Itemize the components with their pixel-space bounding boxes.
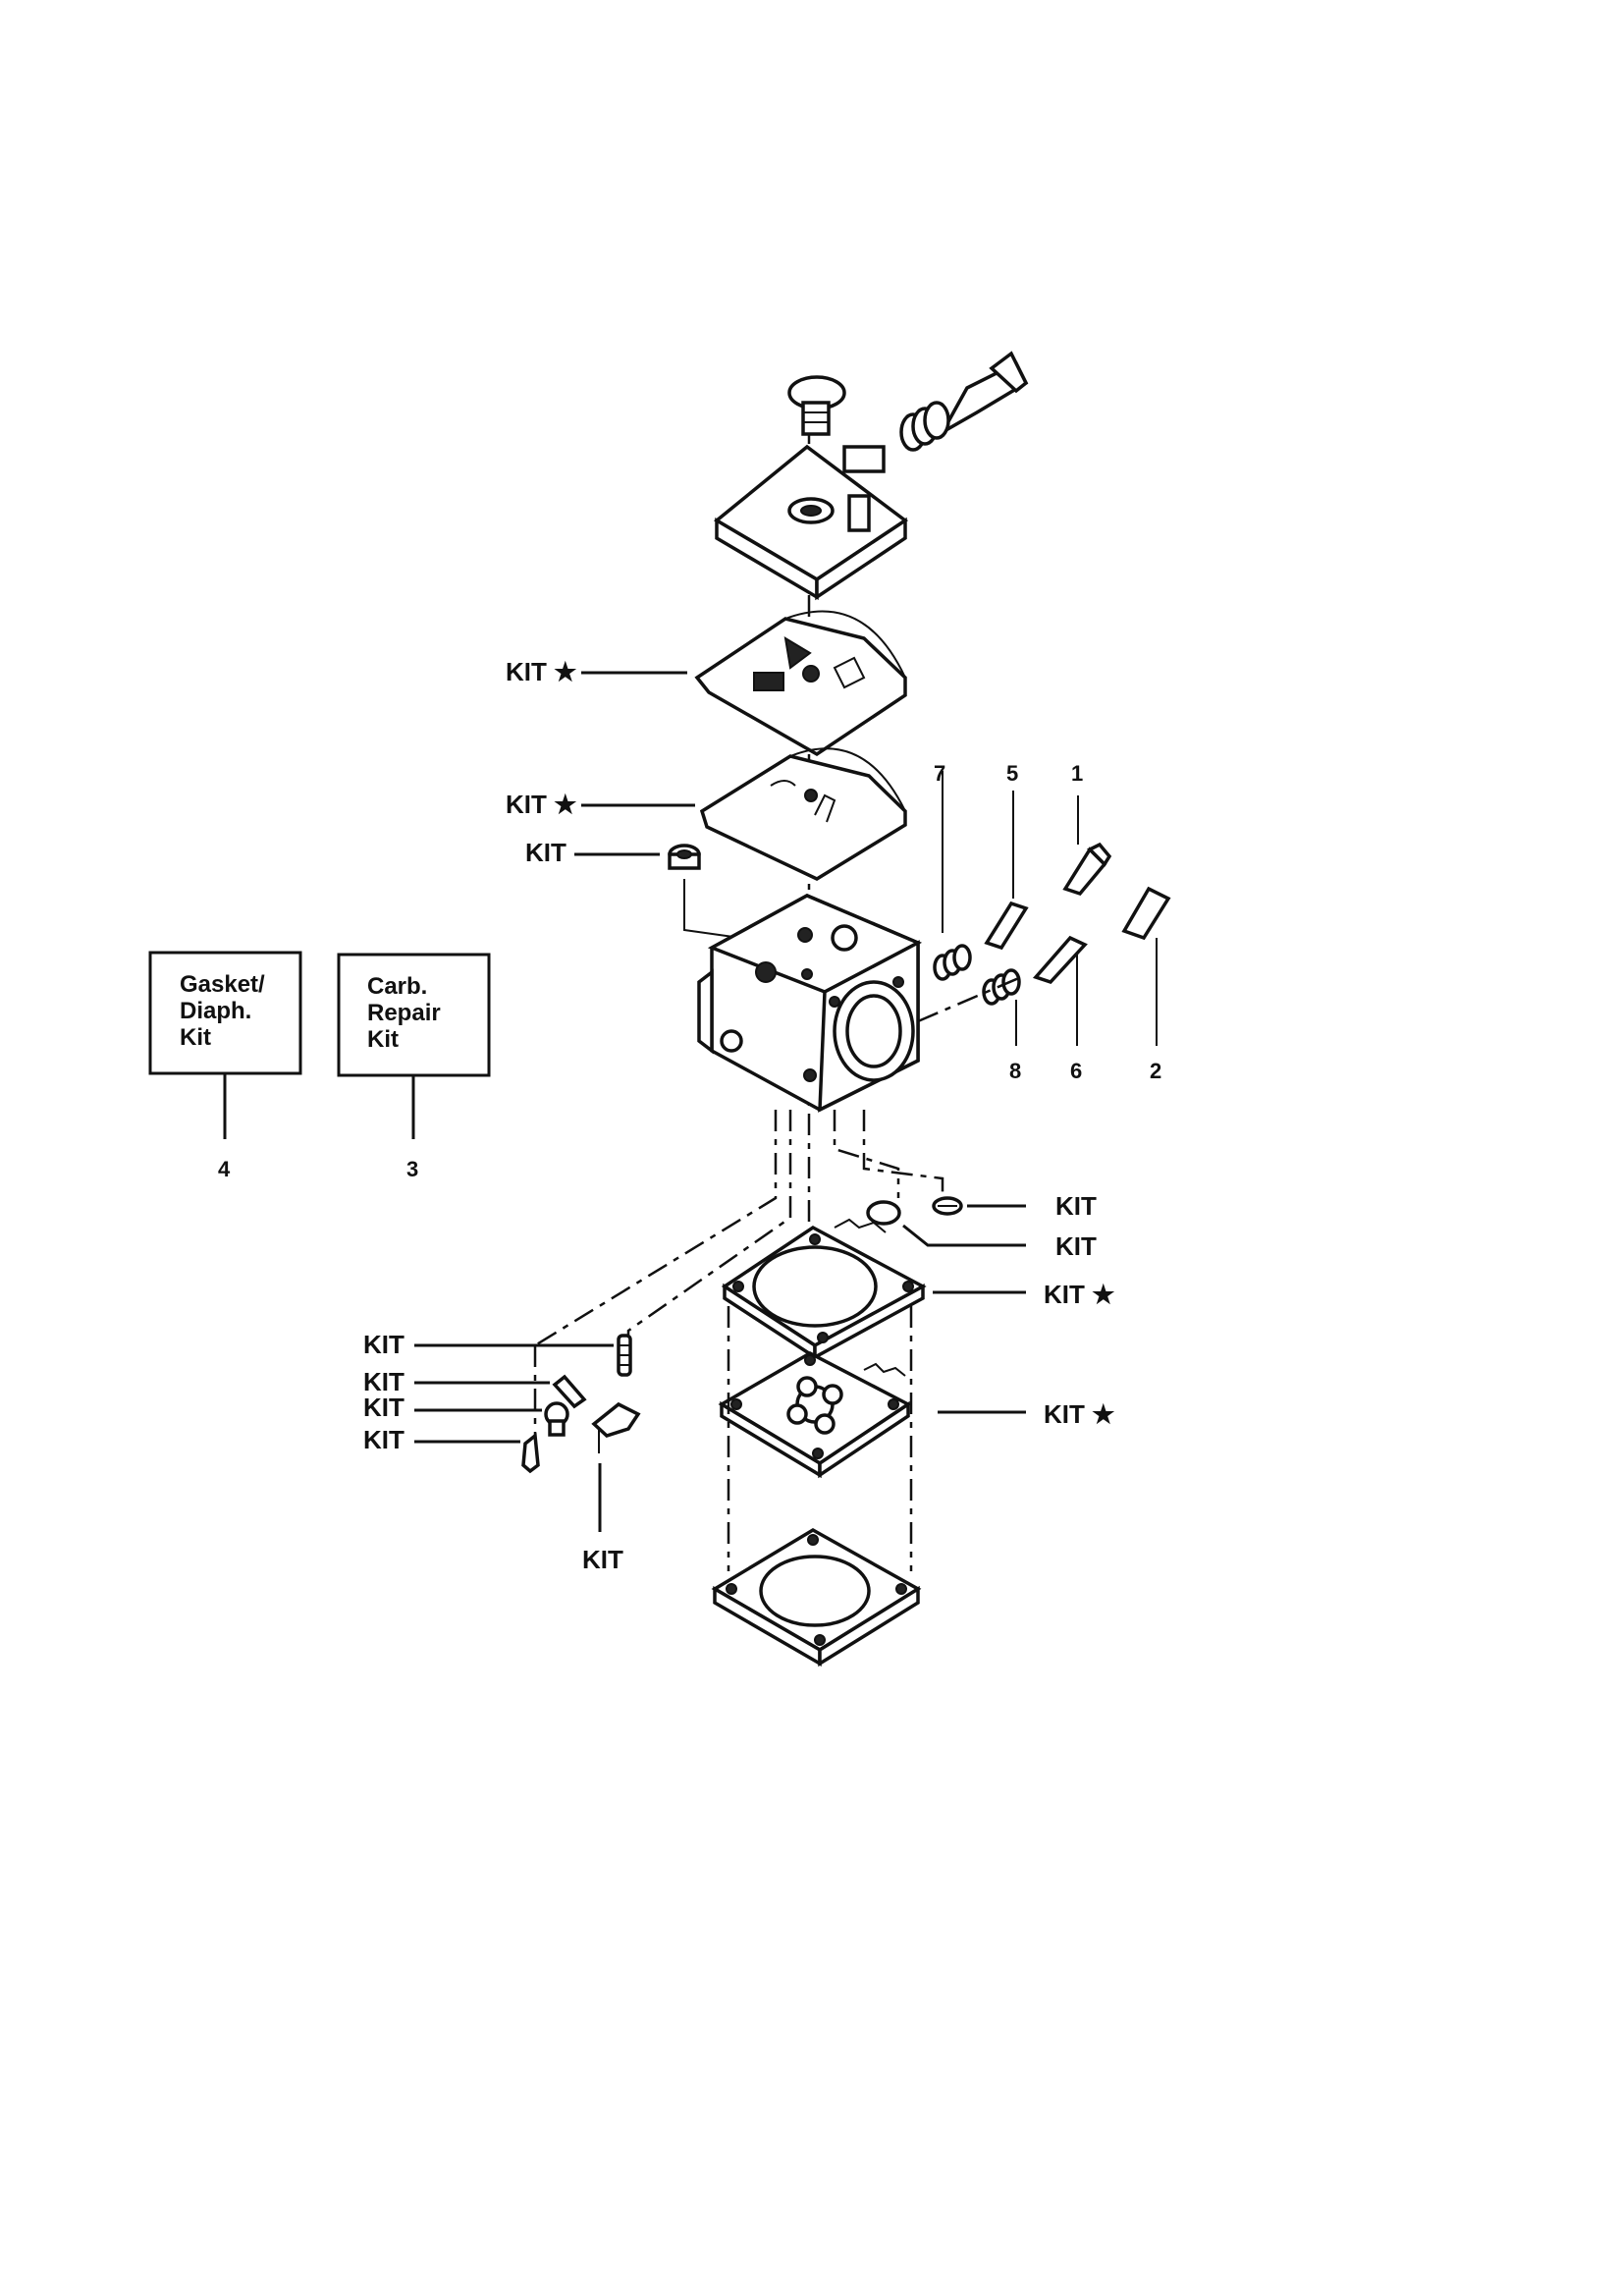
legend-box-gasket-kit: Gasket/ Diaph. Kit 4 (148, 951, 302, 1181)
svg-text:KIT: KIT (1055, 1191, 1097, 1221)
needle-spring-7 (933, 771, 972, 981)
pump-cover-icon (711, 1527, 922, 1667)
svg-text:KIT ★: KIT ★ (506, 657, 577, 686)
part-numbers: 7 5 1 8 6 2 (934, 761, 1161, 1083)
callout-kit-star-2: KIT ★ (506, 790, 695, 819)
callout-kit-o-ring: KIT (902, 1224, 1097, 1261)
part-number-4: 4 (218, 1157, 231, 1181)
part-number-2: 2 (1150, 1059, 1161, 1083)
spring-icon (617, 1334, 632, 1377)
part-number-7: 7 (934, 761, 945, 786)
svg-text:KIT ★: KIT ★ (1044, 1399, 1115, 1429)
callout-kit-star-1: KIT ★ (506, 657, 687, 686)
gasket-icon (721, 1218, 927, 1361)
svg-text:KIT: KIT (363, 1393, 404, 1422)
spring-icon (899, 401, 950, 452)
needle-spring-8 (982, 968, 1021, 1046)
svg-text:KIT: KIT (363, 1330, 404, 1359)
svg-text:KIT: KIT (363, 1367, 404, 1396)
svg-text:KIT ★: KIT ★ (506, 790, 577, 819)
metering-lever-icon (591, 1401, 641, 1453)
needle-6 (1032, 935, 1088, 1046)
top-cover-icon (713, 444, 909, 601)
part-number-6: 6 (1070, 1059, 1082, 1083)
callout-kit-star-4: KIT ★ (938, 1399, 1115, 1429)
svg-text:KIT: KIT (525, 838, 566, 867)
callout-kit-needle: KIT (363, 1425, 520, 1454)
part-number-5: 5 (1006, 761, 1018, 786)
carb-kit-line2: Repair (367, 1000, 441, 1026)
diaphragm-icon (694, 610, 907, 757)
pin-icon (552, 1374, 587, 1409)
inlet-needle-icon (521, 1432, 540, 1474)
needle-5 (984, 791, 1029, 951)
part-number-1: 1 (1071, 761, 1083, 786)
callout-kit-star-3: KIT ★ (933, 1280, 1115, 1309)
part-number-8: 8 (1009, 1059, 1021, 1083)
callout-kit-pin: KIT (363, 1367, 550, 1396)
plug-icon (668, 844, 701, 870)
carburetor-body-icon (697, 894, 923, 1113)
gasket-kit-line2: Diaph. (180, 998, 251, 1024)
legend-box-carb-repair-kit: Carb. Repair Kit 3 (337, 953, 491, 1181)
gasket-kit-line3: Kit (180, 1024, 211, 1051)
screw-icon (787, 375, 846, 436)
svg-text:KIT ★: KIT ★ (1044, 1280, 1115, 1309)
carb-kit-line3: Kit (367, 1026, 399, 1053)
needle-icon (938, 351, 1029, 437)
diaphragm-icon (718, 1351, 912, 1479)
svg-text:KIT: KIT (1055, 1231, 1097, 1261)
screw-icon (544, 1401, 569, 1437)
callout-kit-lever: KIT (582, 1463, 623, 1574)
o-ring-icon (866, 1200, 901, 1226)
part-number-3: 3 (406, 1157, 418, 1181)
clip-icon (932, 1196, 963, 1216)
callout-kit-plug: KIT (525, 838, 660, 867)
limiter-cap-2 (1121, 886, 1171, 1046)
svg-text:KIT: KIT (582, 1545, 623, 1574)
svg-text:KIT: KIT (363, 1425, 404, 1454)
gasket-kit-line1: Gasket/ (180, 971, 265, 998)
carb-kit-line1: Carb. (367, 973, 427, 1000)
callout-kit-spring: KIT (363, 1330, 614, 1359)
callout-kit-screw: KIT (363, 1393, 542, 1422)
limiter-cap-1 (1062, 795, 1112, 897)
callout-kit-clip: KIT (967, 1191, 1097, 1221)
gasket-icon (699, 747, 907, 881)
